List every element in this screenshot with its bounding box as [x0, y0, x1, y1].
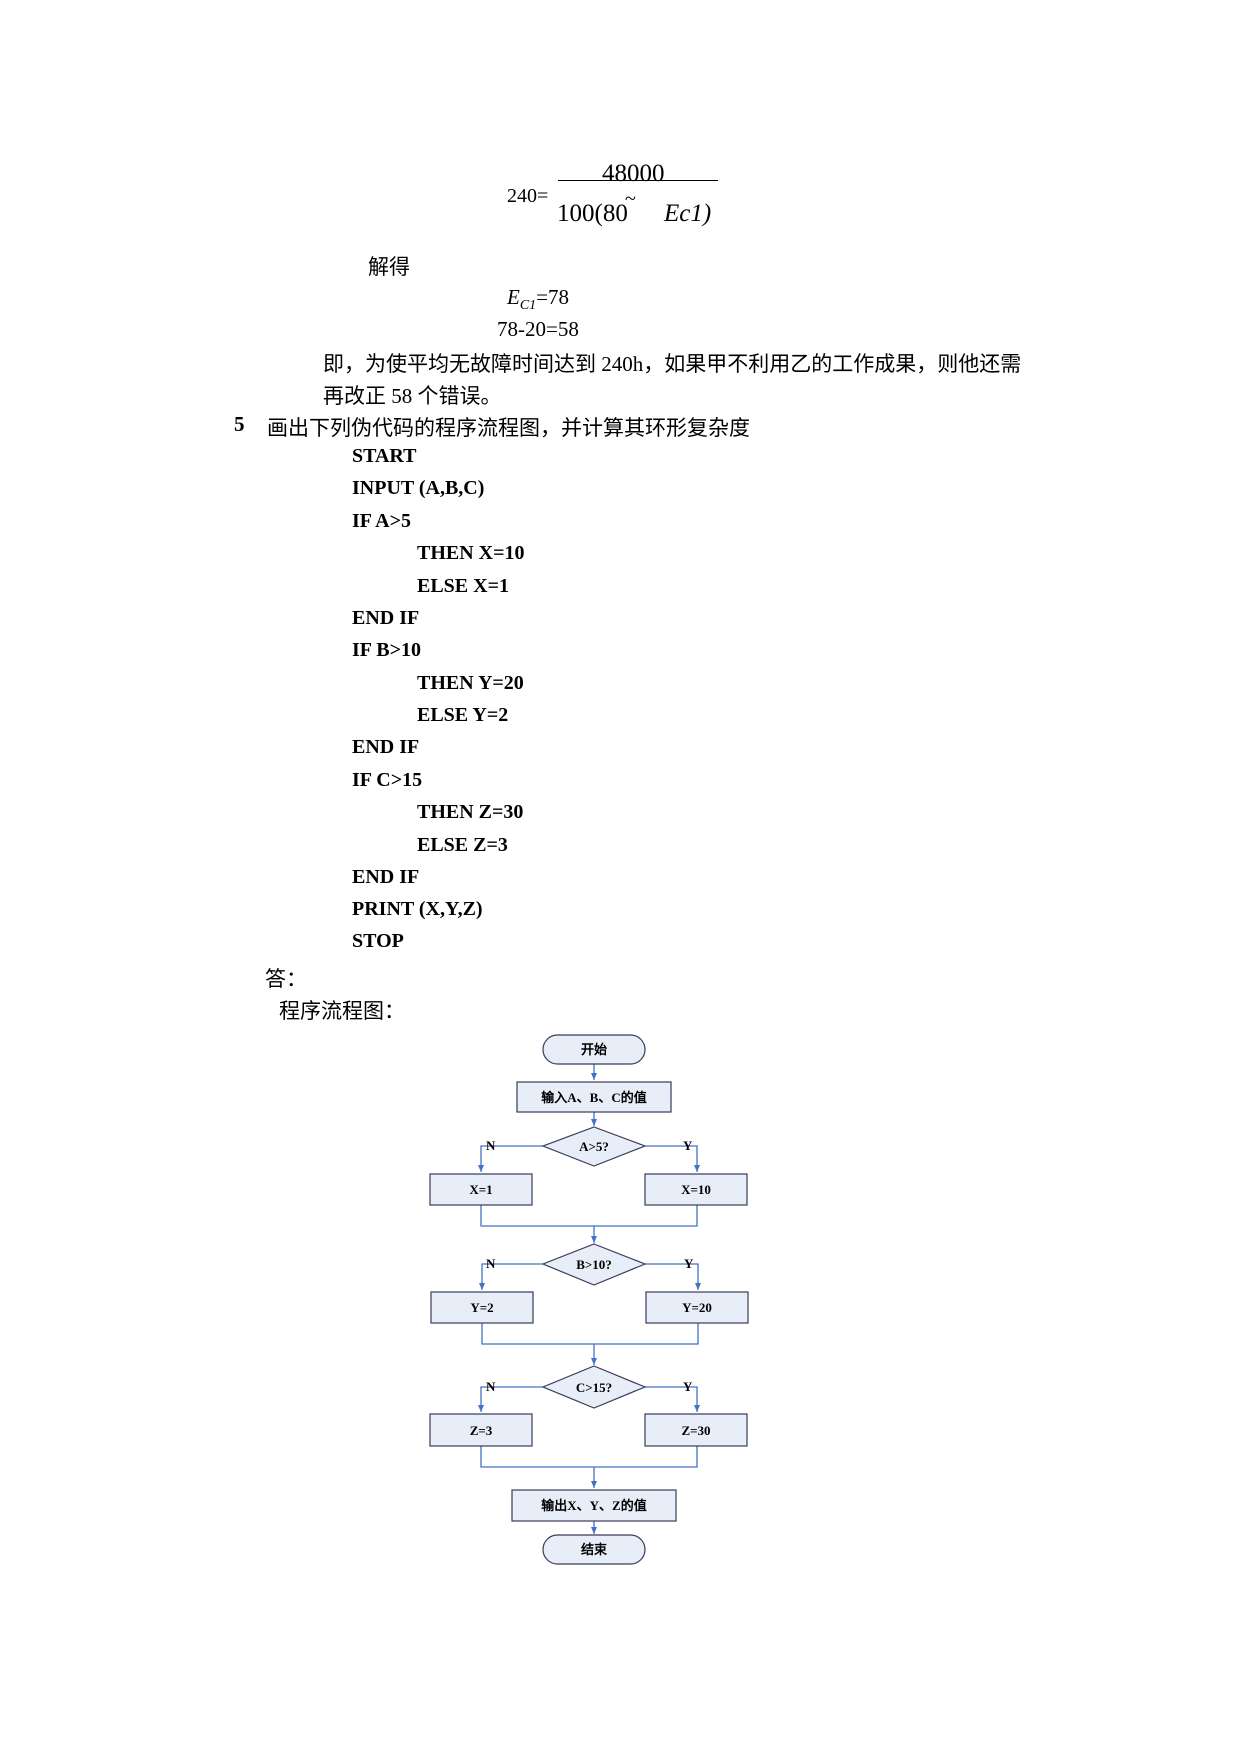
code-line: ELSE Y=2	[417, 704, 509, 726]
flowchart-box-z3: Z=3	[429, 1413, 533, 1447]
fraction-bar	[558, 180, 718, 181]
code-line: THEN X=10	[417, 542, 525, 564]
flowchart-box-x10: X=10	[644, 1173, 748, 1206]
code-line: THEN Y=20	[417, 672, 524, 694]
flowchart-box-y20: Y=20	[645, 1291, 749, 1324]
code-line: INPUT (A,B,C)	[352, 477, 485, 499]
code-line: IF B>10	[352, 639, 421, 661]
code-line: THEN Z=30	[417, 801, 524, 823]
ec1-value: =78	[536, 285, 570, 309]
flowchart-input: 输入A、B、C的值	[516, 1081, 672, 1113]
flowchart-start: 开始	[542, 1034, 646, 1065]
formula-denominator-b: Ec1)	[664, 200, 712, 227]
flowchart-connectors	[478, 1064, 701, 1534]
code-line: END IF	[352, 607, 420, 629]
code-line: STOP	[352, 930, 404, 952]
ec1-var: E	[507, 285, 520, 309]
question-text: 画出下列伪代码的程序流程图，并计算其环形复杂度	[267, 416, 750, 440]
code-line: ELSE Z=3	[417, 834, 508, 856]
decision-a-label: A>5?	[579, 1139, 609, 1154]
flowchart-label: 程序流程图：	[279, 999, 405, 1023]
conclusion-line-2: 再改正 58 个错误。	[323, 384, 502, 408]
output-label: 输出X、Y、Z的值	[541, 1498, 646, 1513]
flowchart-decision-b: B>10?	[541, 1243, 647, 1286]
ec1-equation: EC1=78	[507, 285, 569, 314]
code-line: IF C>15	[352, 769, 423, 791]
formula-denominator-a: 100(80	[557, 200, 628, 227]
calc-line: 78-20=58	[497, 317, 579, 341]
box-z30-label: Z=30	[681, 1423, 710, 1438]
box-x10-label: X=10	[681, 1182, 711, 1197]
end-label: 结束	[581, 1542, 608, 1557]
box-y2-label: Y=2	[470, 1300, 493, 1315]
flowchart-decision-a: A>5?	[541, 1126, 647, 1167]
code-line: PRINT (X,Y,Z)	[352, 898, 483, 920]
formula-tilde: ~	[625, 188, 636, 210]
solve-label: 解得	[368, 255, 410, 279]
decision-c-label: C>15?	[576, 1380, 612, 1395]
flowchart-box-y2: Y=2	[430, 1291, 534, 1324]
box-x1-label: X=1	[469, 1182, 492, 1197]
code-line: END IF	[352, 736, 420, 758]
ec1-sub: C1	[519, 298, 537, 314]
formula-numerator: 48000	[602, 160, 665, 187]
d3-no-label: N	[486, 1379, 496, 1394]
d2-no-label: N	[486, 1256, 496, 1271]
box-z3-label: Z=3	[470, 1423, 493, 1438]
start-label: 开始	[581, 1042, 607, 1057]
d2-yes-label: Y	[684, 1256, 694, 1271]
flowchart-box-x1: X=1	[429, 1173, 533, 1206]
d1-yes-label: Y	[683, 1138, 693, 1153]
code-line: START	[352, 445, 417, 467]
flowchart-decision-c: C>15?	[541, 1365, 647, 1409]
conclusion-line-1: 即，为使平均无故障时间达到 240h，如果甲不利用乙的工作成果，则他还需	[323, 352, 1022, 376]
decision-b-label: B>10?	[576, 1257, 612, 1272]
code-line: END IF	[352, 866, 420, 888]
flowchart-output: 输出X、Y、Z的值	[511, 1489, 677, 1522]
box-y20-label: Y=20	[682, 1300, 712, 1315]
d1-no-label: N	[486, 1138, 496, 1153]
flowchart-box-z30: Z=30	[644, 1413, 748, 1447]
question-number: 5	[234, 412, 245, 436]
code-line: IF A>5	[352, 510, 411, 532]
d3-yes-label: Y	[683, 1379, 693, 1394]
input-label: 输入A、B、C的值	[541, 1090, 646, 1105]
flowchart-end: 结束	[542, 1534, 646, 1565]
formula-lhs: 240=	[507, 185, 549, 207]
code-line: ELSE X=1	[417, 575, 509, 597]
answer-label: 答：	[265, 967, 307, 991]
